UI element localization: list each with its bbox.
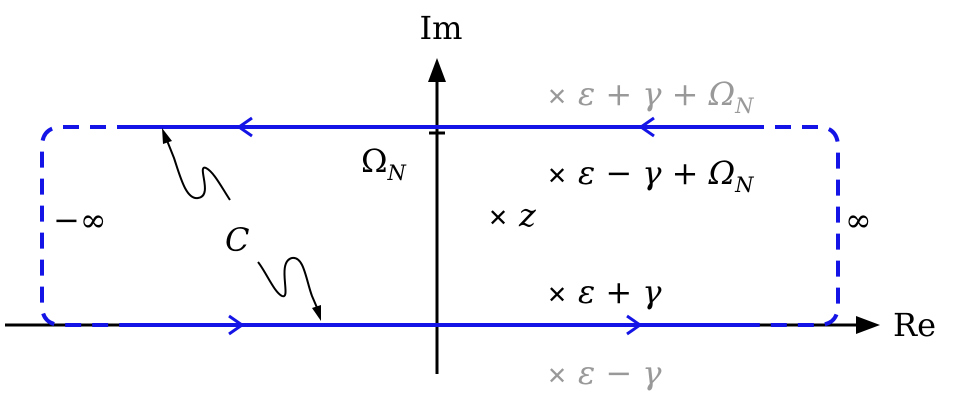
- contour-right-dashed: [748, 125, 840, 327]
- pole-label-fragment: ε −: [578, 154, 642, 192]
- pole-marker-icon: ✕: [547, 162, 567, 190]
- pole-label-fragment: Ω: [708, 75, 736, 113]
- contour-pointer-top-arrowhead: [162, 128, 172, 144]
- omega-n-label: ΩN: [361, 142, 407, 185]
- pole-label-subscript: N: [734, 94, 754, 118]
- pole-marker-icon: ✕: [547, 83, 567, 111]
- contour-pointer-bottom-arrowhead: [312, 305, 321, 321]
- omega-n-base: Ω: [361, 142, 388, 180]
- pole-z-label: z: [518, 196, 537, 234]
- contour-label: C: [225, 221, 249, 259]
- pole-label-fragment: ε +: [578, 273, 642, 311]
- pole-lower-faded: ✕ ε − γ: [547, 354, 662, 392]
- pole-upper-faded-label: ε + γ + ΩN: [578, 75, 754, 118]
- pole-lower-label: ε + γ: [578, 273, 662, 311]
- pole-lower-faded-label: ε − γ: [578, 354, 662, 392]
- pole-z: ✕ z: [488, 196, 537, 234]
- pole-label-fragment: z: [518, 196, 537, 234]
- direction-arrow-bottom-left: [228, 314, 245, 336]
- pole-marker-icon: ✕: [488, 204, 508, 232]
- pole-label-subscript: N: [734, 173, 754, 197]
- contour-pointer-bottom: [257, 256, 319, 311]
- pole-marker-icon: ✕: [547, 281, 567, 309]
- direction-arrow-top-right: [638, 116, 655, 138]
- pole-label-fragment: γ +: [642, 154, 708, 192]
- direction-arrow-top-left: [236, 116, 253, 138]
- pole-upper-faded: ✕ ε + γ + ΩN: [547, 75, 754, 118]
- pole-label-fragment: γ: [642, 354, 662, 392]
- real-axis-arrowhead: [856, 316, 880, 334]
- omega-n-subscript: N: [387, 161, 407, 185]
- infinity-label: ∞: [845, 201, 872, 239]
- pole-upper: ✕ ε − γ + ΩN: [547, 154, 754, 197]
- pole-label-fragment: ε −: [578, 354, 642, 392]
- real-axis-label: Re: [893, 306, 936, 344]
- imag-axis-label: Im: [420, 9, 463, 47]
- pole-lower: ✕ ε + γ: [547, 273, 662, 311]
- pole-label-fragment: Ω: [708, 154, 736, 192]
- contour-pointer-top: [165, 137, 231, 201]
- pole-marker-icon: ✕: [547, 362, 567, 390]
- pole-label-fragment: γ: [642, 273, 662, 311]
- pole-upper-label: ε − γ + ΩN: [578, 154, 754, 197]
- minus-infinity-label: −∞: [53, 201, 106, 239]
- contour-left-dashed: [40, 125, 133, 327]
- direction-arrow-bottom-right: [626, 314, 643, 336]
- imag-axis-arrowhead: [428, 58, 446, 82]
- pole-label-fragment: γ +: [642, 75, 708, 113]
- pole-label-fragment: ε +: [578, 75, 642, 113]
